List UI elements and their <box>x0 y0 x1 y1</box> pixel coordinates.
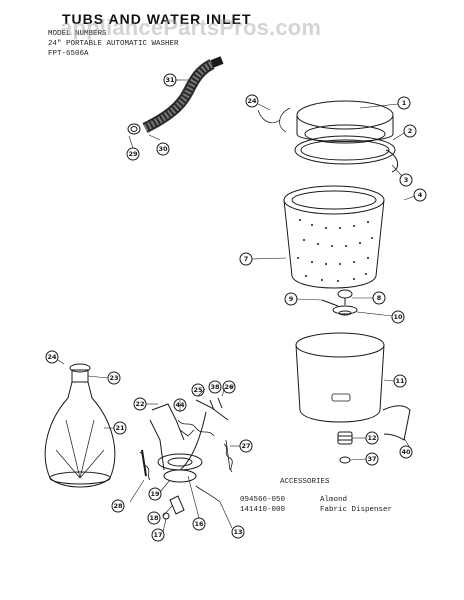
callout-number: 27 <box>241 442 251 450</box>
callout-number: 16 <box>194 520 204 528</box>
callout-number: 30 <box>158 145 168 153</box>
callout-number: 3 <box>403 176 409 184</box>
callout-number: 31 <box>165 76 175 84</box>
callout-number: 11 <box>395 377 405 385</box>
agitator <box>44 363 116 488</box>
callout-number: 22 <box>135 400 145 408</box>
model-code-line: FPT-6506A <box>48 50 89 58</box>
callout-number: 38 <box>210 383 220 391</box>
callout-number: 26 <box>224 383 234 391</box>
diagram-title: TUBS AND WATER INLET <box>62 11 252 27</box>
callout-number: 19 <box>150 490 160 498</box>
callout-number: 25 <box>193 386 203 394</box>
callout-number: 24 <box>247 97 257 105</box>
callout-number: 24 <box>47 353 57 361</box>
callout-number: 21 <box>115 424 125 432</box>
leader-lines <box>57 79 416 533</box>
accessory-part-2: 141410-000 <box>240 506 286 514</box>
model-numbers-line: MODEL NUMBERS <box>48 30 107 38</box>
callout-markers <box>45 73 427 542</box>
outer-tub <box>295 332 411 441</box>
accessory-desc-2: Fabric Dispenser <box>320 506 393 514</box>
callout-number: 37 <box>367 455 377 463</box>
callout-number: 7 <box>243 255 249 263</box>
callout-number: 29 <box>128 150 138 158</box>
callout-number: 18 <box>149 514 159 522</box>
model-description-line: 24" PORTABLE AUTOMATIC WASHER <box>48 40 179 48</box>
callout-number: 1 <box>401 99 407 107</box>
callout-number: 44 <box>175 401 185 409</box>
hub-parts <box>321 299 358 316</box>
callout-number: 12 <box>367 434 377 442</box>
callout-number: 10 <box>393 313 403 321</box>
accessory-desc-1: Almond <box>320 496 348 504</box>
callout-number: 40 <box>401 448 411 456</box>
spin-basket <box>283 185 385 305</box>
callout-number: 17 <box>153 531 163 539</box>
accessories-heading: ACCESSORIES <box>280 478 330 486</box>
callout-number: 4 <box>417 191 423 199</box>
drive-linkage <box>139 397 233 520</box>
callout-number: 28 <box>113 502 123 510</box>
watermark: appliancePartsPros.com <box>60 15 322 40</box>
callout-number: 23 <box>109 374 119 382</box>
callout-number: 8 <box>376 294 382 302</box>
tub-cover-assembly <box>257 100 399 173</box>
drain-parts <box>337 431 353 464</box>
callout-number: 2 <box>407 127 413 135</box>
accessory-part-1: 094566-050 <box>240 496 286 504</box>
callout-number: 9 <box>288 295 294 303</box>
callout-number: 13 <box>233 528 243 536</box>
inlet-hose <box>127 56 224 135</box>
